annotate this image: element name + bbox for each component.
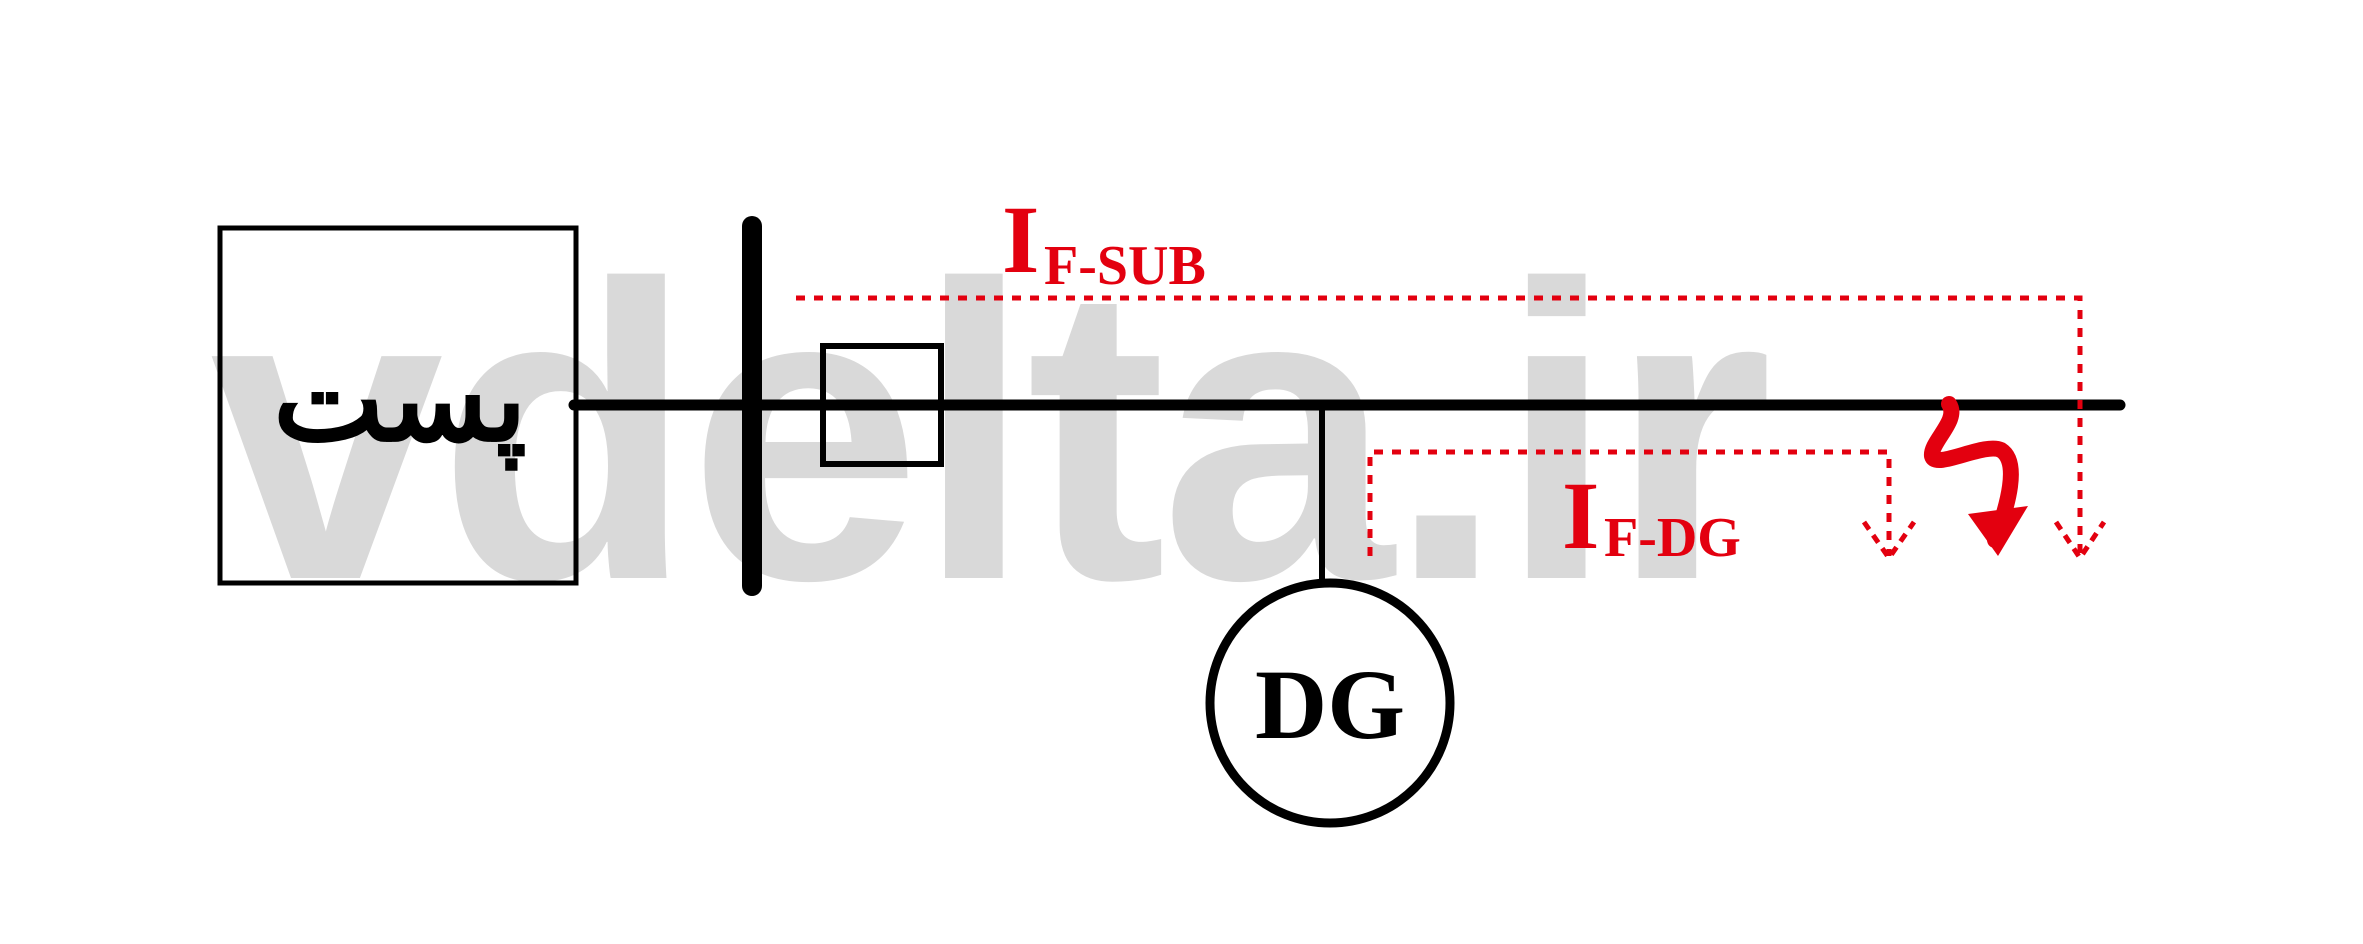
fault-arrowhead [1968,506,2028,556]
dg-fault-current-path [1367,449,1892,556]
substation-current-arrowhead [2053,520,2107,563]
fault-icon [1924,396,2019,548]
dg-current-main: I [1562,462,1599,569]
dg-label: DG [1255,649,1405,760]
watermark: vdelta.ir [210,199,1767,668]
substation-current-sub: F-SUB [1044,235,1206,297]
dg-current-label: I F-DG [1562,462,1741,569]
substation-label: پست [273,335,527,471]
substation-fault-current-path [796,295,2083,556]
substation-current-main: I [1002,186,1039,293]
dg-generator [1205,578,1455,828]
dg-current-sub: F-DG [1604,507,1741,569]
substation-current-label: I F-SUB [1002,186,1206,297]
circuit-breaker [820,343,944,467]
